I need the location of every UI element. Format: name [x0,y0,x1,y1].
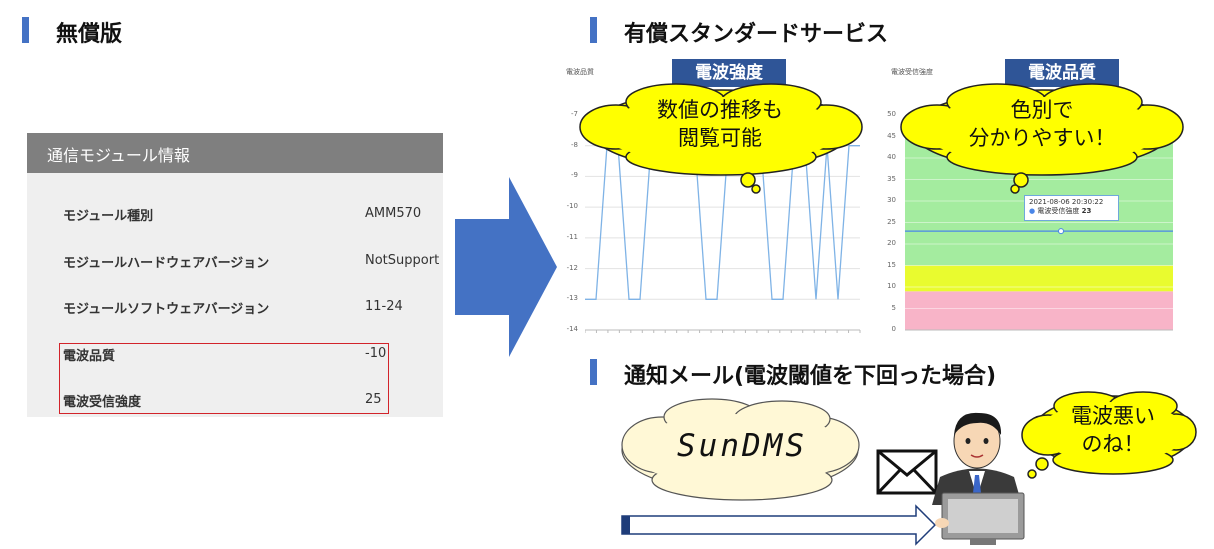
panel-title: 通信モジュール情報 [47,146,190,165]
y-tick-label: 20 [887,239,896,247]
tooltip-date: 2021-08-06 20:30:22 [1029,198,1104,206]
bubble2-line1: 色別で [1010,98,1074,122]
band-pink [905,291,1173,330]
row-label-hw-version: モジュールハードウェアバージョン [63,256,270,271]
bubble1-line2: 閲覧可能 [678,126,762,150]
section-marker [22,17,29,43]
person-bubble-line1: 電波悪い [1071,404,1155,428]
y-tick-label: 25 [887,217,896,226]
speech-bubble-icon [900,83,1184,194]
y-tick-label: 15 [887,260,896,269]
person-at-computer-icon [932,412,1025,545]
right-arrow-icon [455,177,557,357]
band-yellow [905,265,1173,292]
y-tick-label: 10 [887,282,896,290]
bubble2-line2: 分かりやすい！ [968,126,1116,150]
y-tick-label: -10 [566,202,578,211]
bubble1-line1: 数値の推移も [657,98,783,122]
panel-header: 通信モジュール情報 [27,133,443,173]
send-arrow-icon [621,504,937,546]
y-tick-label: 35 [887,174,896,183]
person-bubble-line2: のね！ [1081,432,1145,456]
y-tick-label: 0 [891,325,896,333]
y-tick-label: 45 [887,131,896,140]
series-line [585,145,860,300]
tooltip-label: 電波受信強度 [1037,207,1080,215]
row-label-signal-strength: 電波受信強度 [63,395,142,410]
y-tick-label: -9 [571,171,578,180]
envelope-icon [876,449,938,495]
section-marker [590,359,597,385]
module-info-panel: 通信モジュール情報 モジュール種別 AMM570 モジュールハードウェアバージョ… [27,133,443,417]
chart1-title: 電波品質 [566,68,594,76]
y-tick-label: 30 [887,196,896,204]
row-value-module-type: AMM570 [365,206,422,221]
speech-bubble-icon [1021,391,1197,479]
row-value-signal-strength: 25 [365,392,382,407]
row-label-sw-version: モジュールソフトウェアバージョン [63,302,270,317]
speech-bubble-icon [579,83,863,194]
chart-tooltip: 2021-08-06 20:30:22 ● 電波受信強度 23 [1024,195,1119,221]
y-tick-label: -7 [571,110,578,118]
paid-section-title: 有償スタンダードサービス [624,22,889,47]
row-label-signal-quality: 電波品質 [63,349,116,364]
chart2-tag: 電波品質 [1005,59,1119,87]
free-section-title: 無償版 [56,22,123,47]
y-tick-label: 50 [887,110,896,118]
sundms-logo: SunDMS [677,428,807,464]
chart1-tag: 電波強度 [672,59,786,87]
row-label-module-type: モジュール種別 [63,209,154,224]
section-marker [590,17,597,43]
y-tick-label: -11 [566,232,578,241]
y-tick-label: 40 [887,153,896,161]
highlight-box [59,343,389,414]
y-tick-label: -13 [566,294,578,303]
y-tick-label: 5 [891,303,896,312]
y-tick-label: -14 [566,325,578,333]
row-value-sw-version: 11-24 [365,299,403,314]
tooltip-value: 23 [1081,207,1092,215]
notify-section-title: 通知メール(電波閾値を下回った場合) [624,364,997,389]
cloud-icon [621,398,860,501]
data-point [1058,228,1064,235]
y-tick-label: -12 [566,263,578,272]
row-value-hw-version: NotSupport [365,253,440,268]
row-value-signal-quality: -10 [365,346,387,361]
y-tick-label: -8 [571,140,578,149]
chart2-title: 電波受信強度 [891,68,933,76]
